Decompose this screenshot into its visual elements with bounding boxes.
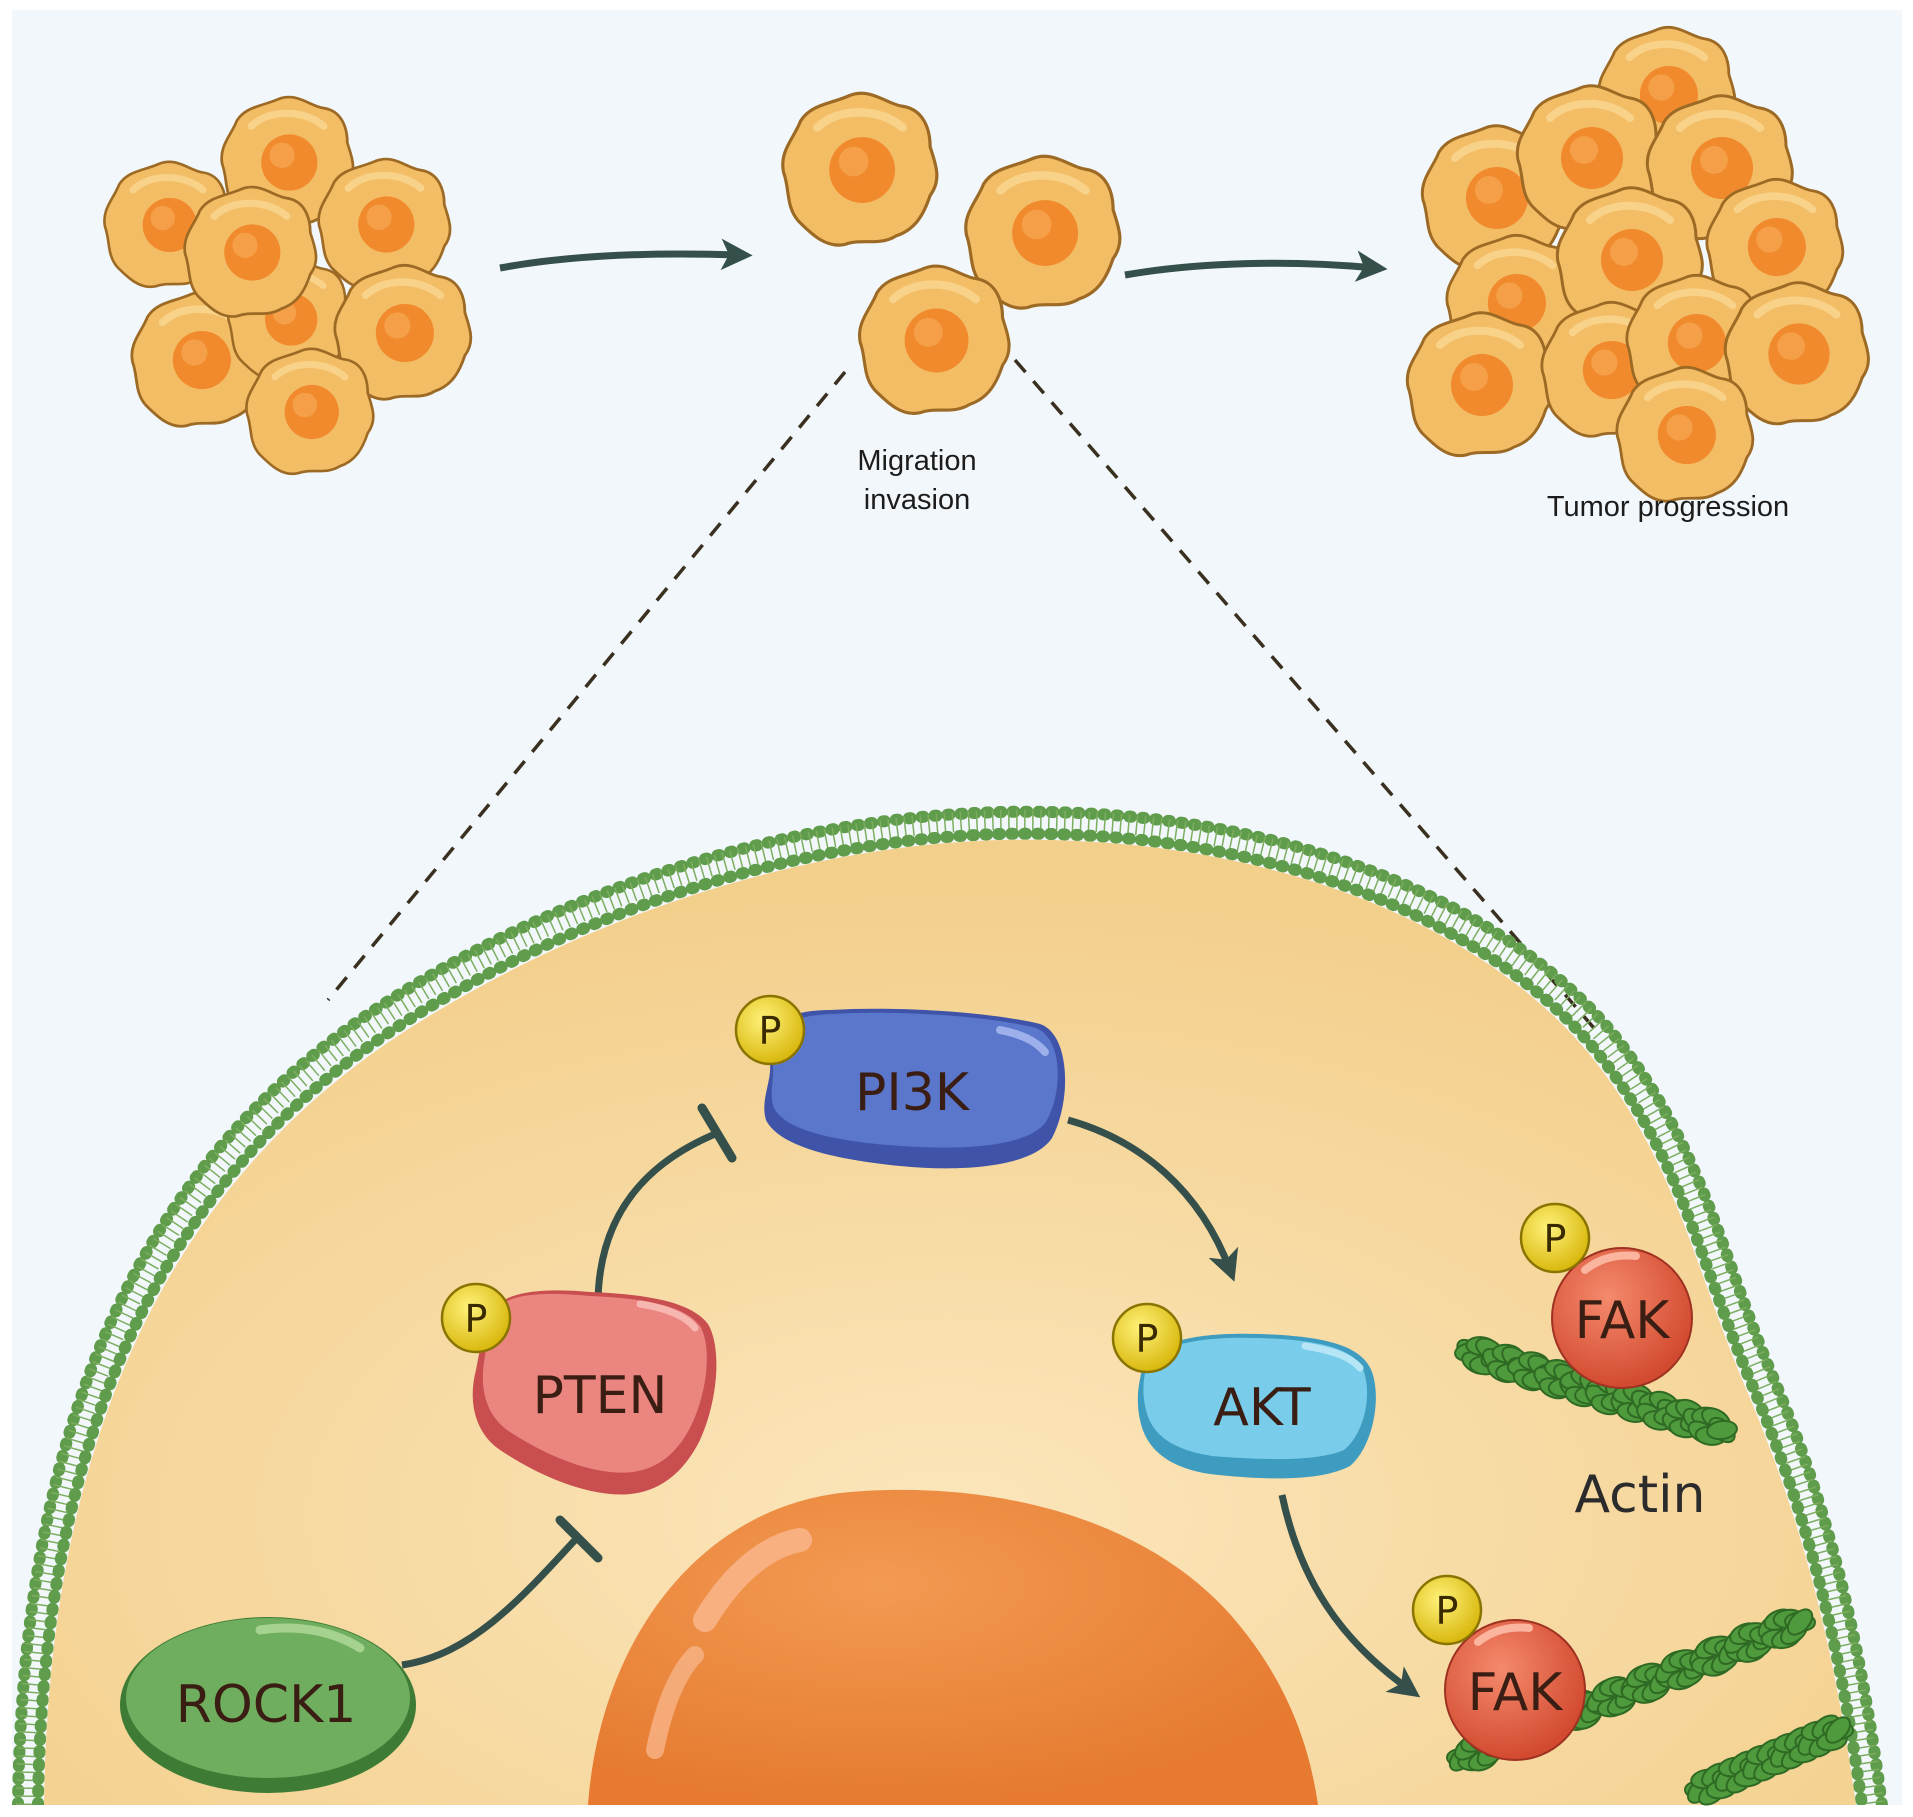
- actin-subunit: [1706, 1419, 1738, 1441]
- akt-protein: AKT: [1137, 1333, 1376, 1479]
- svg-text:P: P: [1436, 1589, 1459, 1633]
- svg-text:P: P: [759, 1009, 782, 1053]
- actin-filament-upper: [1454, 1336, 1738, 1446]
- invasion-label: invasion: [864, 484, 970, 516]
- zoom-line-left: [326, 370, 847, 1002]
- pten-inhibits-pi3k-bar: [697, 1103, 737, 1163]
- membrane-inner: [32, 827, 1868, 1805]
- akt-to-fak-arrow: [1278, 1494, 1421, 1698]
- rock1-inhibits-pten-bar: [555, 1515, 603, 1563]
- svg-text:P: P: [1544, 1217, 1567, 1261]
- phospho-pi3k: P: [734, 994, 806, 1066]
- akt-label: AKT: [1213, 1378, 1311, 1438]
- svg-text:P: P: [1136, 1317, 1159, 1361]
- phospho-fak-upper: P: [1519, 1202, 1591, 1274]
- phospho-akt: P: [1111, 1302, 1183, 1374]
- rock1-protein: ROCK1: [120, 1617, 416, 1793]
- fak-upper-label: FAK: [1575, 1291, 1672, 1351]
- cytoplasm: [44, 839, 1856, 1805]
- pten-label: PTEN: [533, 1366, 668, 1426]
- pten-protein: PTEN: [472, 1290, 717, 1495]
- membrane-outer: [12, 805, 1888, 1805]
- svg-text:P: P: [465, 1297, 488, 1341]
- nucleus-highlight: [693, 1528, 812, 1632]
- fak-protein-lower: FAK: [1444, 1619, 1586, 1761]
- pi3k-label: PI3K: [855, 1063, 971, 1123]
- actin-subunit: [1786, 1608, 1814, 1636]
- tumor-progression-label: Tumor progression: [1547, 491, 1789, 523]
- phospho-fak-lower: P: [1411, 1574, 1483, 1646]
- rock1-inhibits-pten-line: [401, 1537, 578, 1669]
- pten-inhibits-pi3k-line: [594, 1128, 722, 1301]
- arrow-to-migration: [499, 238, 753, 272]
- pi3k-protein: PI3K: [764, 1008, 1066, 1169]
- fak-lower-label: FAK: [1468, 1663, 1565, 1723]
- membrane-tails: [16, 809, 1884, 1805]
- zoom-line-right: [1013, 358, 1602, 1037]
- nucleus: [588, 1489, 1318, 1805]
- migration-label: Migration: [857, 445, 976, 477]
- pi3k-to-akt-arrow: [1067, 1116, 1239, 1282]
- fak-protein-upper: FAK: [1551, 1247, 1693, 1389]
- actin-label: Actin: [1574, 1465, 1705, 1525]
- actin-subunit: [1824, 1716, 1852, 1744]
- rock1-label: ROCK1: [176, 1675, 357, 1735]
- arrow-to-progression: [1124, 250, 1388, 282]
- phospho-pten: P: [440, 1282, 512, 1354]
